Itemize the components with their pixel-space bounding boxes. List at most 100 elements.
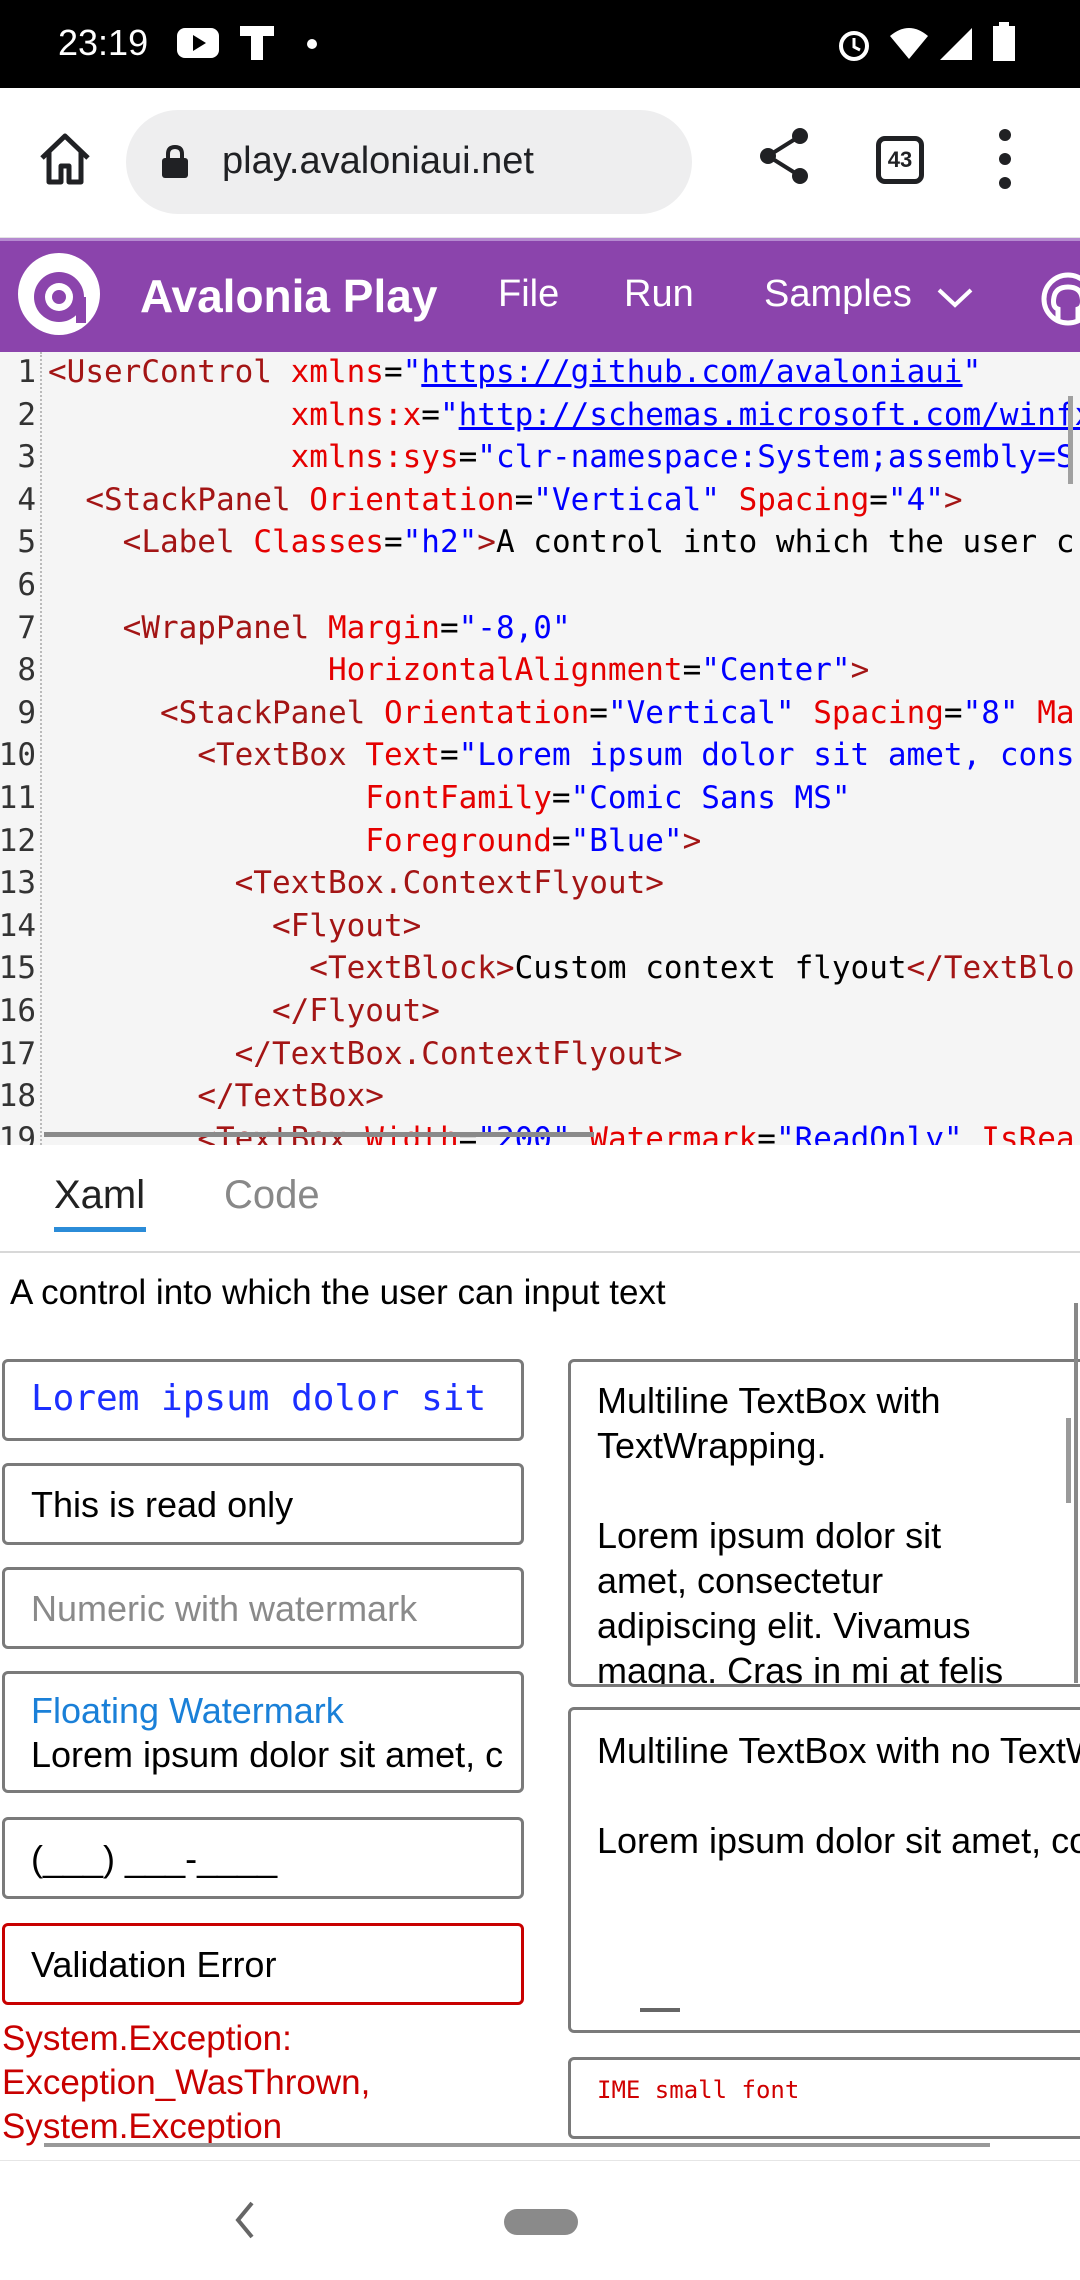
text-caret-handle[interactable] (640, 2008, 680, 2012)
code-token: A control into which the user c (495, 524, 1075, 561)
home-gesture-pill[interactable] (504, 2209, 578, 2235)
code-token: = (439, 737, 459, 774)
code-line: HorizontalAlignment="Center"> (48, 652, 869, 688)
code-token: = (682, 652, 702, 689)
github-icon[interactable] (1040, 271, 1080, 327)
textbox-comic-sans[interactable]: Lorem ipsum dolor sit (2, 1359, 524, 1441)
code-token (48, 993, 272, 1029)
textbox-floating-watermark[interactable]: Floating Watermark Lorem ipsum dolor sit… (2, 1671, 524, 1793)
line-number: 5 (17, 524, 36, 561)
code-token: Orientation (309, 481, 515, 518)
textbox-ime-small-font[interactable]: IME small font (568, 2057, 1080, 2139)
share-icon[interactable] (756, 126, 812, 186)
preview-title: A control into which the user can input … (10, 1273, 666, 1312)
browser-toolbar: play.avaloniaui.net 43 (0, 88, 1080, 238)
system-navigation-bar (0, 2160, 1080, 2280)
lock-icon (162, 144, 188, 178)
code-token: <TextBox.ContextFlyout> (234, 865, 664, 902)
code-token: "ReadOnly" (775, 1120, 982, 1145)
code-token: Custom context flyout (514, 950, 907, 987)
back-icon[interactable] (230, 2197, 260, 2243)
editor-horizontal-scrollbar[interactable] (44, 1132, 594, 1137)
code-token (48, 397, 291, 433)
menu-samples[interactable]: Samples (764, 273, 912, 315)
code-token: Text (365, 737, 440, 774)
code-token: Watermark (589, 1120, 758, 1145)
chevron-down-icon[interactable] (936, 287, 974, 309)
textbox-masked[interactable]: (___) ___-____ (2, 1817, 524, 1899)
multiline-scrollbar-thumb[interactable] (1066, 1418, 1071, 1503)
code-token: "8" (962, 694, 1038, 731)
textbox-multiline-wrap[interactable]: Multiline TextBox with TextWrapping. Lor… (568, 1359, 1080, 1687)
code-token: Spacing (813, 694, 944, 731)
line-number: 15 (0, 950, 36, 987)
code-token (48, 865, 235, 901)
code-token: = (589, 694, 608, 731)
tab-code[interactable]: Code (224, 1173, 320, 1217)
preview-horizontal-scrollbar[interactable] (44, 2143, 990, 2147)
active-tab-indicator (54, 1227, 146, 1232)
code-token: <TextBlock> (309, 950, 515, 987)
code-token: </Flyout> (271, 993, 440, 1029)
code-line: Foreground="Blue"> (48, 823, 701, 859)
line-number: 10 (0, 737, 36, 774)
code-token (48, 823, 365, 859)
line-number: 14 (0, 907, 36, 944)
code-token (48, 524, 123, 560)
ime-small-font-text: IME small font (597, 2076, 800, 2104)
code-token: = (458, 439, 478, 476)
code-token: "Lorem ipsum dolor sit amet, cons (458, 737, 1075, 774)
textbox-readonly[interactable]: This is read only (2, 1463, 524, 1545)
multiline-nowrap-text: Multiline TextBox with no TextWrapping. … (597, 1730, 1080, 1861)
code-token: " (439, 396, 459, 433)
code-token: "-8,0" (458, 609, 571, 646)
textbox-multiline-nowrap[interactable]: Multiline TextBox with no TextWrapping. … (568, 1707, 1080, 2033)
editor-vertical-scrollbar[interactable] (1068, 396, 1073, 484)
menu-run[interactable]: Run (624, 273, 694, 315)
menu-file[interactable]: File (498, 273, 560, 315)
line-number: 7 (17, 609, 36, 646)
wifi-icon (890, 28, 928, 59)
tab-switcher-button[interactable]: 43 (876, 136, 924, 184)
youtube-icon (177, 28, 219, 58)
code-token: xmlns (290, 354, 384, 390)
line-number: 12 (0, 822, 36, 859)
address-bar[interactable]: play.avaloniaui.net (126, 110, 692, 214)
code-token: </TextBox> (197, 1078, 384, 1115)
line-number: 8 (17, 652, 36, 689)
code-token: <UserControl (48, 354, 291, 390)
textbox-numeric[interactable]: Numeric with watermark (2, 1567, 524, 1649)
code-token: <WrapPanel (122, 609, 328, 646)
code-token: = (383, 354, 403, 390)
line-number: 11 (0, 780, 36, 816)
textbox-validation-error[interactable]: Validation Error (2, 1923, 524, 2005)
code-token: > (943, 481, 963, 518)
code-token: <TextBox (197, 737, 366, 774)
code-token: Spacing (738, 481, 870, 518)
home-icon[interactable] (34, 128, 96, 190)
textbox-masked-text: (___) ___-____ (31, 1838, 278, 1879)
tab-xaml[interactable]: Xaml (54, 1173, 146, 1217)
t-icon (240, 26, 274, 60)
code-token: FontFamily (365, 780, 552, 816)
line-number: 6 (17, 567, 36, 603)
alarm-icon (839, 31, 869, 61)
code-token (48, 780, 365, 816)
code-token: "Vertical" (607, 694, 814, 731)
preview-vertical-scrollbar[interactable] (1074, 1303, 1078, 1683)
code-token: <StackPanel (85, 481, 310, 518)
url-text: play.avaloniaui.net (222, 140, 534, 182)
line-number: 17 (0, 1035, 36, 1072)
status-bar: 23:19 (0, 0, 1080, 88)
code-token: "Center" (701, 652, 851, 689)
code-token: HorizontalAlignment (327, 652, 683, 689)
preview-panel: A control into which the user can input … (0, 1253, 1080, 2160)
menu-dots-icon[interactable] (990, 126, 1020, 192)
code-token: "Vertical" (533, 481, 739, 518)
code-token: </TextBox.ContextFlyout> (234, 1035, 683, 1072)
code-token: = (551, 780, 571, 816)
code-line: <TextBox Text="Lorem ipsum dolor sit ame… (48, 737, 1075, 774)
avalonia-logo-icon[interactable] (16, 251, 102, 337)
